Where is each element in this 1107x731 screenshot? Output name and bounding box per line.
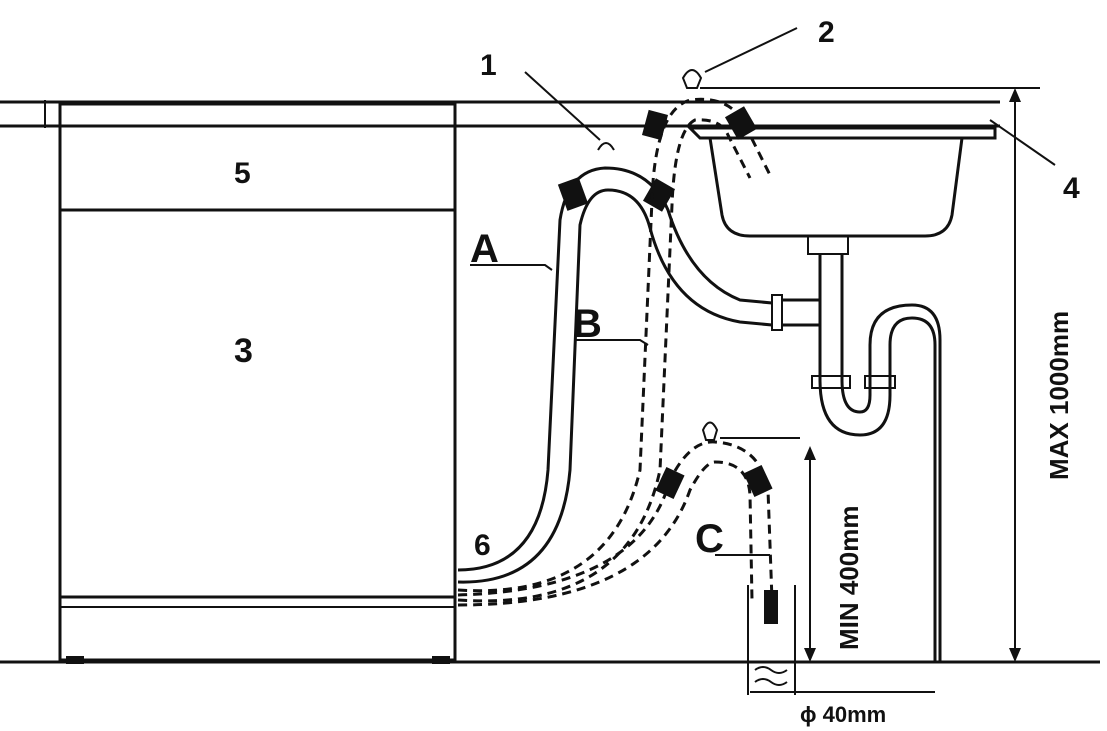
min-height-label: MIN 400mm	[834, 506, 864, 651]
sink	[686, 126, 997, 662]
countertop	[0, 100, 1000, 128]
label-2: 2	[818, 16, 835, 49]
pipe-diameter-label: ϕ 40mm	[800, 702, 886, 727]
leader-lines	[470, 27, 1056, 556]
label-5: 5	[234, 157, 251, 190]
dimension-min-height: MIN 400mm	[720, 437, 864, 662]
dimension-max-height: MAX 1000mm	[700, 87, 1074, 662]
drain-hose-c	[457, 421, 796, 695]
label-3: 3	[234, 332, 253, 370]
dimension-pipe-diameter: ϕ 40mm	[750, 691, 935, 727]
dishwasher	[58, 102, 457, 664]
drain-hose-b	[457, 69, 772, 603]
label-4: 4	[1063, 172, 1080, 205]
label-6: 6	[474, 529, 491, 562]
drain-hose-a	[457, 142, 773, 584]
label-hose-b: B	[573, 302, 602, 346]
label-hose-c: C	[695, 517, 724, 561]
label-1: 1	[480, 49, 497, 82]
max-height-label: MAX 1000mm	[1044, 311, 1074, 480]
label-hose-a: A	[470, 227, 499, 271]
standpipe	[747, 585, 796, 695]
